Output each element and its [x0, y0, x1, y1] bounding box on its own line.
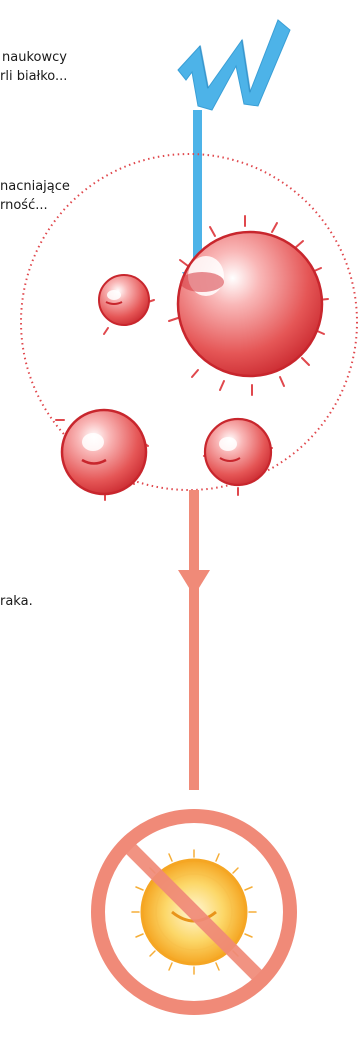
salmon-arrow [178, 490, 210, 790]
protein-ribbon-icon [178, 20, 290, 110]
cell-cluster-icon [56, 216, 328, 500]
prohibited-sun-icon [98, 816, 290, 1008]
